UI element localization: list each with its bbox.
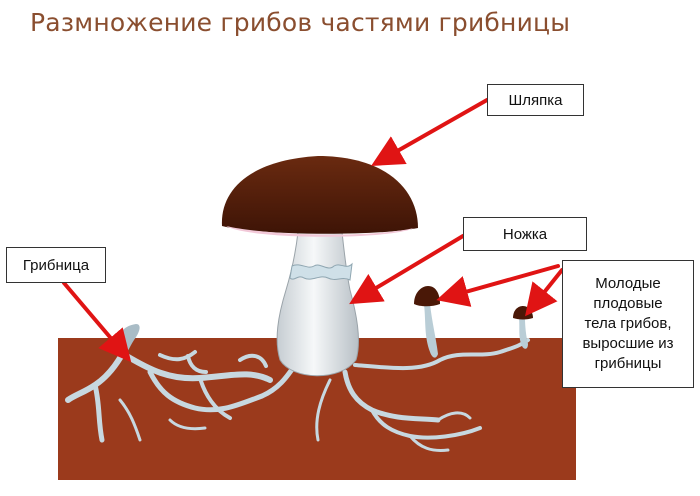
young-line-3: тела грибов, <box>584 315 672 332</box>
cap-gills <box>226 226 414 237</box>
young-line-1: Молодые <box>595 275 661 292</box>
label-cap: Шляпка <box>487 84 584 116</box>
young-line-5: грибницы <box>594 355 662 372</box>
arrows <box>62 98 564 363</box>
arrow-cap <box>371 98 489 166</box>
young-line-4: выросшие из <box>582 335 674 352</box>
arrow-mycelium <box>62 281 132 363</box>
young-cap-1 <box>414 286 440 307</box>
young-line-2: плодовые <box>593 295 663 312</box>
main-stem <box>276 231 359 377</box>
label-mycelium: Грибница <box>6 247 106 283</box>
main-cap <box>221 156 418 234</box>
label-young-fruiting-bodies: Молодые плодовые тела грибов, выросшие и… <box>562 260 694 388</box>
arrow-stem <box>349 234 465 305</box>
young-stem-2 <box>519 318 528 349</box>
young-stem-1 <box>424 304 438 358</box>
arrow-young-1 <box>436 264 560 307</box>
arrow-young-2 <box>525 268 564 317</box>
mycelium <box>65 337 530 452</box>
label-stem: Ножка <box>463 217 587 251</box>
page-title: Размножение грибов частями грибницы <box>30 8 571 37</box>
